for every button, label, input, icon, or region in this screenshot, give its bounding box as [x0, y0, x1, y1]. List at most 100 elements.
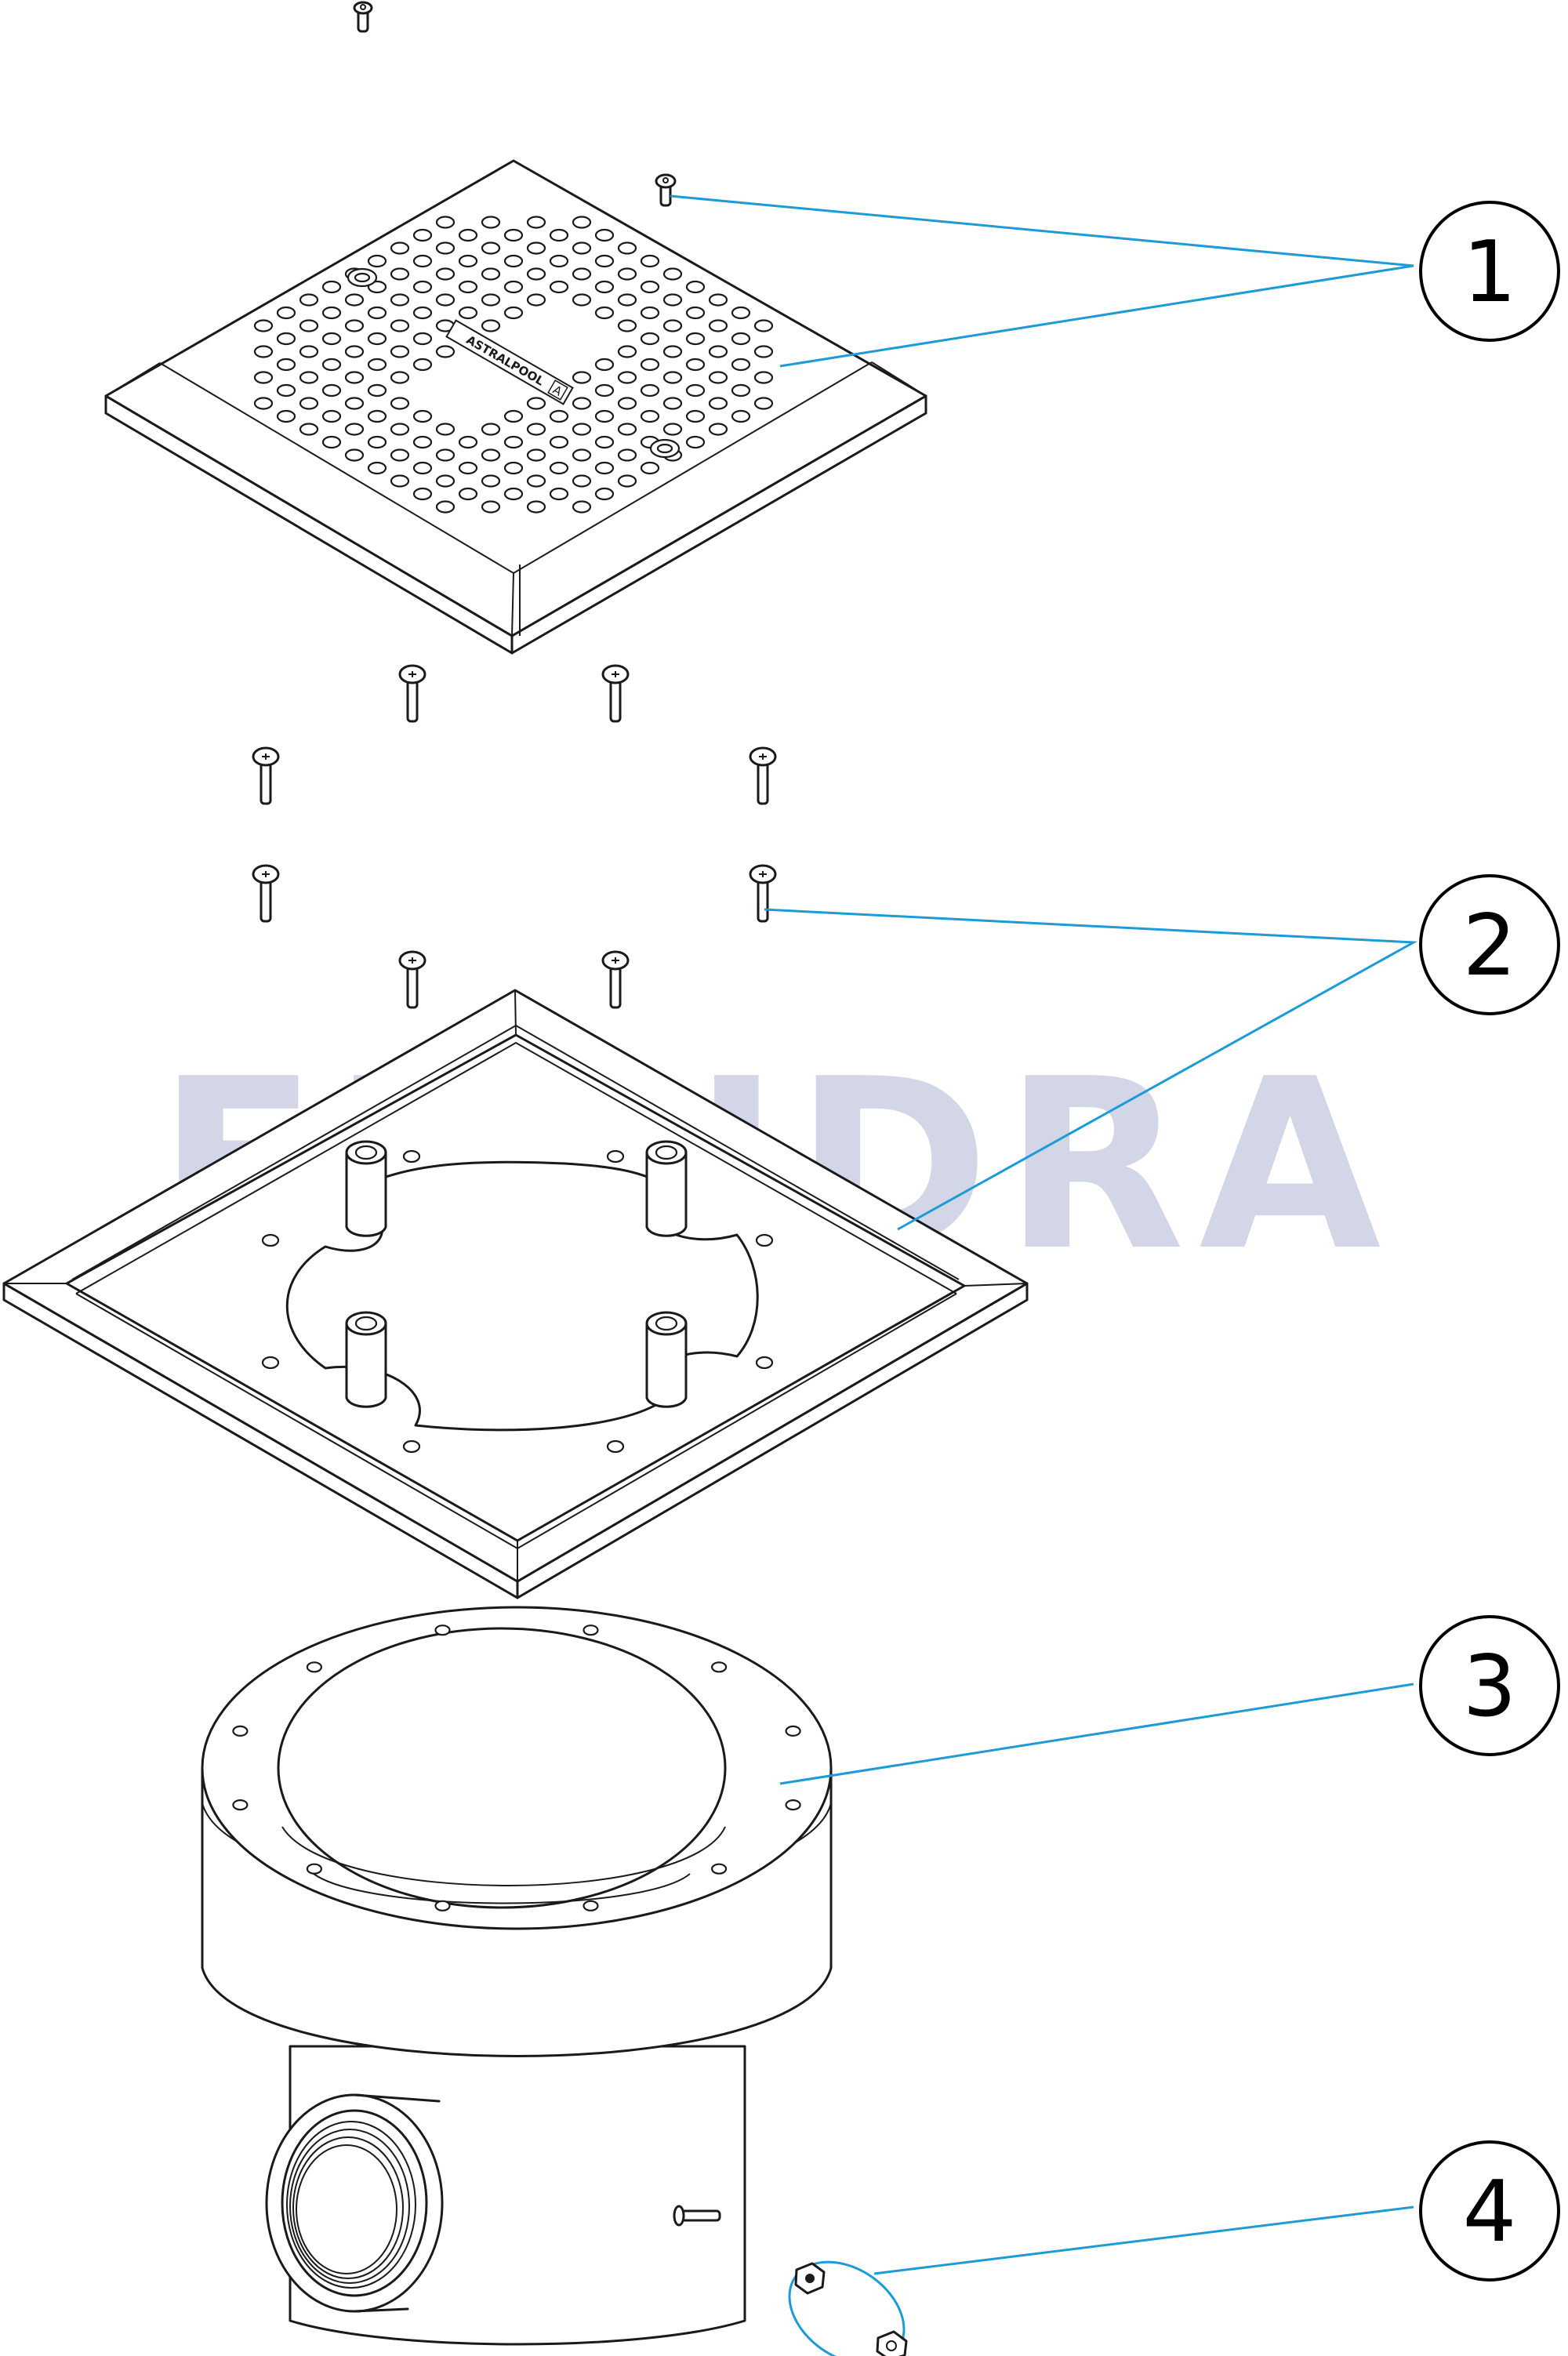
- grate-hole: [435, 423, 456, 436]
- frame-hole: [261, 1233, 280, 1247]
- grate-hole: [458, 435, 478, 449]
- grate-hole: [344, 371, 365, 384]
- grate-hole: [344, 345, 365, 358]
- grate-hole: [617, 319, 637, 332]
- grate-hole: [253, 371, 274, 384]
- frame: [2, 989, 1029, 1599]
- flange-hole: [232, 1725, 249, 1737]
- grate-hole: [640, 461, 660, 475]
- grate-hole: [435, 345, 456, 358]
- grate-hole: [367, 358, 387, 372]
- frame-hole: [402, 1439, 421, 1454]
- callout-2-number: 2: [1463, 897, 1517, 995]
- grate-hole: [412, 435, 433, 449]
- grate-hole: [435, 293, 456, 307]
- grate-hole: [617, 267, 637, 281]
- grate-hole: [503, 228, 524, 242]
- grate-hole: [321, 435, 342, 449]
- grate-hole: [662, 319, 683, 332]
- nuts: [788, 2260, 908, 2356]
- grate-hole: [253, 397, 274, 410]
- grate-hole: [481, 216, 501, 229]
- grate-hole: [731, 332, 751, 346]
- grate-hole: [526, 397, 546, 410]
- callout-1: 1: [1419, 201, 1560, 342]
- frame-hole: [755, 1233, 774, 1247]
- grate-hole: [344, 319, 365, 332]
- grate-hole: [390, 293, 410, 307]
- grate-hole: [662, 345, 683, 358]
- grate-hole: [367, 254, 387, 268]
- grate-hole: [503, 435, 524, 449]
- flange-hole: [434, 1625, 451, 1636]
- grate-hole: [412, 228, 433, 242]
- grate-hole: [572, 474, 592, 488]
- grate-hole: [731, 409, 751, 423]
- grate-hole: [685, 306, 706, 320]
- grate-hole: [481, 448, 501, 462]
- callout-4-number: 4: [1463, 2163, 1517, 2261]
- flange-hole: [583, 1625, 599, 1636]
- grate-hole: [367, 332, 387, 346]
- grate-hole: [321, 332, 342, 346]
- frame-mounting-holes: [261, 1149, 774, 1454]
- grate-hole: [481, 267, 501, 281]
- frame-hole: [402, 1149, 421, 1163]
- grate-hole: [572, 423, 592, 436]
- grate-hole: [481, 319, 501, 332]
- grate-hole: [594, 461, 615, 475]
- flange-hole: [232, 1799, 249, 1811]
- frame-boss: [645, 1140, 688, 1237]
- grate-hole: [458, 461, 478, 475]
- frame-hole: [261, 1356, 280, 1370]
- grate-hole: [572, 241, 592, 255]
- grate-hole: [662, 397, 683, 410]
- grate-hole: [640, 332, 660, 346]
- nut-1: [794, 2262, 826, 2295]
- grate-hole: [640, 254, 660, 268]
- grate-hole: [276, 332, 296, 346]
- leader-2: [764, 908, 1418, 1231]
- flange-hole: [785, 1725, 801, 1737]
- grate-perforations: [253, 216, 774, 514]
- frame-screw: [252, 746, 280, 805]
- grate-hole: [390, 397, 410, 410]
- grate-hole: [458, 254, 478, 268]
- grate-hole: [412, 332, 433, 346]
- grate-hole: [412, 280, 433, 294]
- frame-hole: [755, 1356, 774, 1370]
- leader-1: [670, 194, 1414, 368]
- grate-hole: [390, 345, 410, 358]
- callout-4: 4: [1419, 2140, 1560, 2282]
- frame-hole: [606, 1149, 625, 1163]
- flange-hole: [785, 1799, 801, 1811]
- grate-hole: [390, 241, 410, 255]
- grate-hole: [572, 448, 592, 462]
- grate-hole: [685, 280, 706, 294]
- grate-hole: [321, 358, 342, 372]
- grate-hole: [572, 216, 592, 229]
- grate-hole: [367, 409, 387, 423]
- grate-hole: [685, 383, 706, 398]
- grate-hole: [481, 474, 501, 488]
- frame-screw: [749, 864, 777, 923]
- grate-hole: [594, 487, 615, 501]
- frame-screw: [252, 864, 280, 923]
- grate-screw: [655, 173, 677, 207]
- flange-hole: [306, 1661, 322, 1673]
- grate-hole: [390, 371, 410, 384]
- grate-hole: [253, 345, 274, 358]
- grate-hole: [617, 397, 637, 410]
- grate-hole: [458, 280, 478, 294]
- frame-boss: [345, 1140, 387, 1237]
- grate-hole: [572, 371, 592, 384]
- grate-hole: [299, 293, 319, 307]
- grate-hole: [321, 383, 342, 398]
- flange-hole: [434, 1900, 451, 1911]
- grate-hole: [299, 397, 319, 410]
- grate-hole: [481, 500, 501, 514]
- grate-hole: [503, 461, 524, 475]
- grate-hole: [685, 409, 706, 423]
- grate-hole: [594, 306, 615, 320]
- grate-hole: [594, 254, 615, 268]
